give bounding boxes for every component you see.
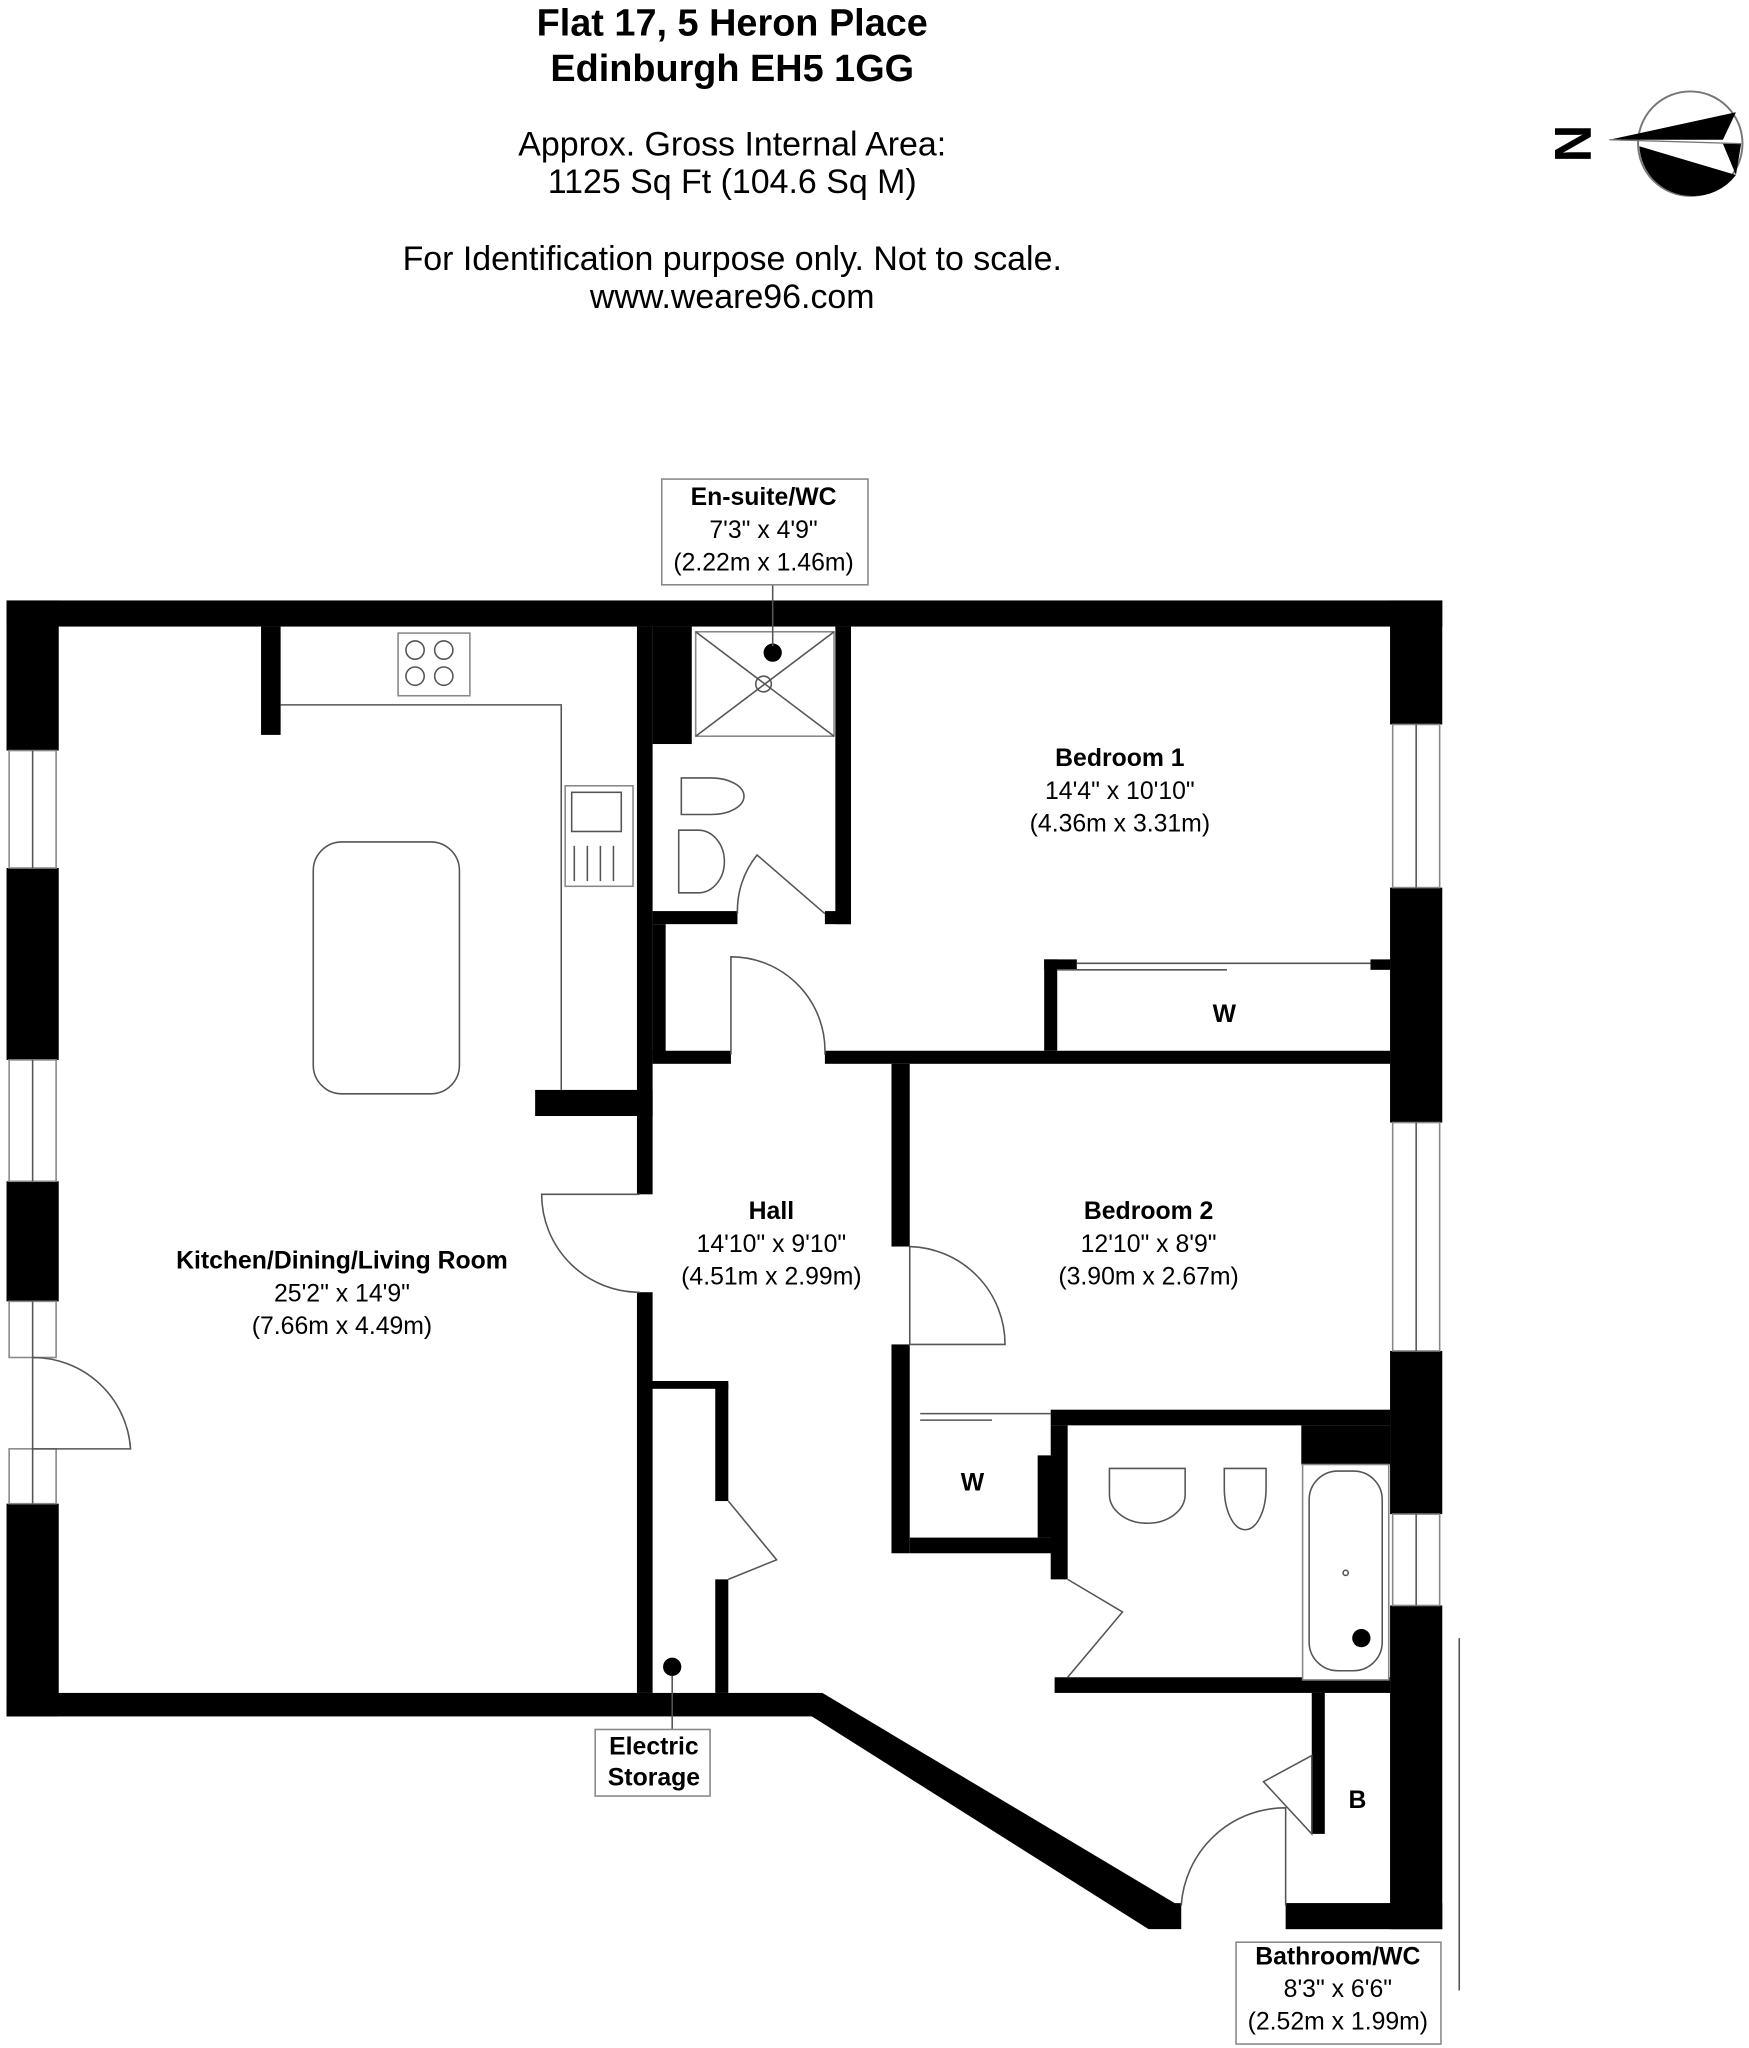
room-dims-imperial: 25'2" x 14'9" — [274, 1280, 410, 1307]
hob-icon — [397, 632, 471, 697]
room-bedroom-2: Bedroom 2 12'10" x 8'9" (3.90m x 2.67m) — [1058, 1198, 1238, 1290]
address-line-1: Flat 17, 5 Heron Place — [537, 2, 928, 44]
area-label: Approx. Gross Internal Area: — [518, 125, 946, 163]
boiler-label: B — [1348, 1787, 1366, 1814]
room-dims-metric: (7.66m x 4.49m) — [252, 1313, 432, 1340]
fixtures — [280, 584, 1390, 1730]
room-dims-metric: (3.90m x 2.67m) — [1058, 1263, 1238, 1290]
doors — [31, 853, 1371, 1906]
bathroom-basin-icon — [1108, 1467, 1186, 1525]
room-bathroom: Bathroom/WC 8'3" x 6'6" (2.52m x 1.99m) — [1235, 1941, 1442, 2045]
room-dims-metric: (4.51m x 2.99m) — [681, 1263, 861, 1290]
electric-storage-label: Electric Storage — [594, 1728, 711, 1797]
room-name: Bedroom 1 — [1055, 745, 1185, 772]
room-name: Bedroom 2 — [1084, 1198, 1213, 1225]
north-letter: N — [1543, 125, 1601, 163]
toilet-icon — [680, 777, 745, 816]
room-name: Kitchen/Dining/Living Room — [176, 1248, 508, 1275]
kitchen-island — [312, 841, 461, 1095]
electric-label-line1: Electric — [609, 1733, 699, 1760]
room-dims-imperial: 12'10" x 8'9" — [1081, 1231, 1217, 1258]
room-dims-imperial: 8'3" x 6'6" — [1284, 1976, 1392, 2003]
room-name: Hall — [749, 1198, 794, 1225]
address-line-2: Edinburgh EH5 1GG — [550, 48, 914, 90]
basin-icon — [677, 829, 726, 894]
windows — [8, 723, 1461, 1991]
disclaimer: For Identification purpose only. Not to … — [403, 240, 1062, 278]
room-dims-imperial: 7'3" x 4'9" — [709, 517, 817, 544]
sink-icon — [564, 785, 634, 888]
room-dims-imperial: 14'4" x 10'10" — [1045, 778, 1195, 805]
website: www.weare96.com — [589, 278, 875, 316]
room-name: En-suite/WC — [691, 484, 837, 511]
room-name: Bathroom/WC — [1255, 1943, 1420, 1970]
room-dims-imperial: 14'10" x 9'10" — [697, 1231, 847, 1258]
room-dims-metric: (2.22m x 1.46m) — [673, 549, 853, 576]
north-arrow-icon: N — [1543, 90, 1744, 197]
wardrobe-label-1: W — [1213, 1001, 1237, 1028]
wardrobe-label-2: W — [961, 1470, 985, 1497]
room-ensuite: En-suite/WC 7'3" x 4'9" (2.22m x 1.46m) — [660, 478, 869, 586]
walls — [6, 600, 1443, 1930]
room-dims-metric: (4.36m x 3.31m) — [1030, 810, 1210, 837]
room-hall: Hall 14'10" x 9'10" (4.51m x 2.99m) — [681, 1198, 861, 1290]
room-kitchen: Kitchen/Dining/Living Room 25'2" x 14'9"… — [176, 1248, 508, 1340]
bath-icon — [1301, 1463, 1390, 1681]
electric-label-line2: Storage — [608, 1765, 700, 1792]
room-dims-metric: (2.52m x 1.99m) — [1248, 2009, 1428, 2036]
room-bedroom-1: Bedroom 1 14'4" x 10'10" (4.36m x 3.31m) — [1030, 745, 1210, 837]
bathroom-toilet-icon — [1223, 1467, 1267, 1531]
area-value: 1125 Sq Ft (104.6 Sq M) — [548, 163, 917, 201]
